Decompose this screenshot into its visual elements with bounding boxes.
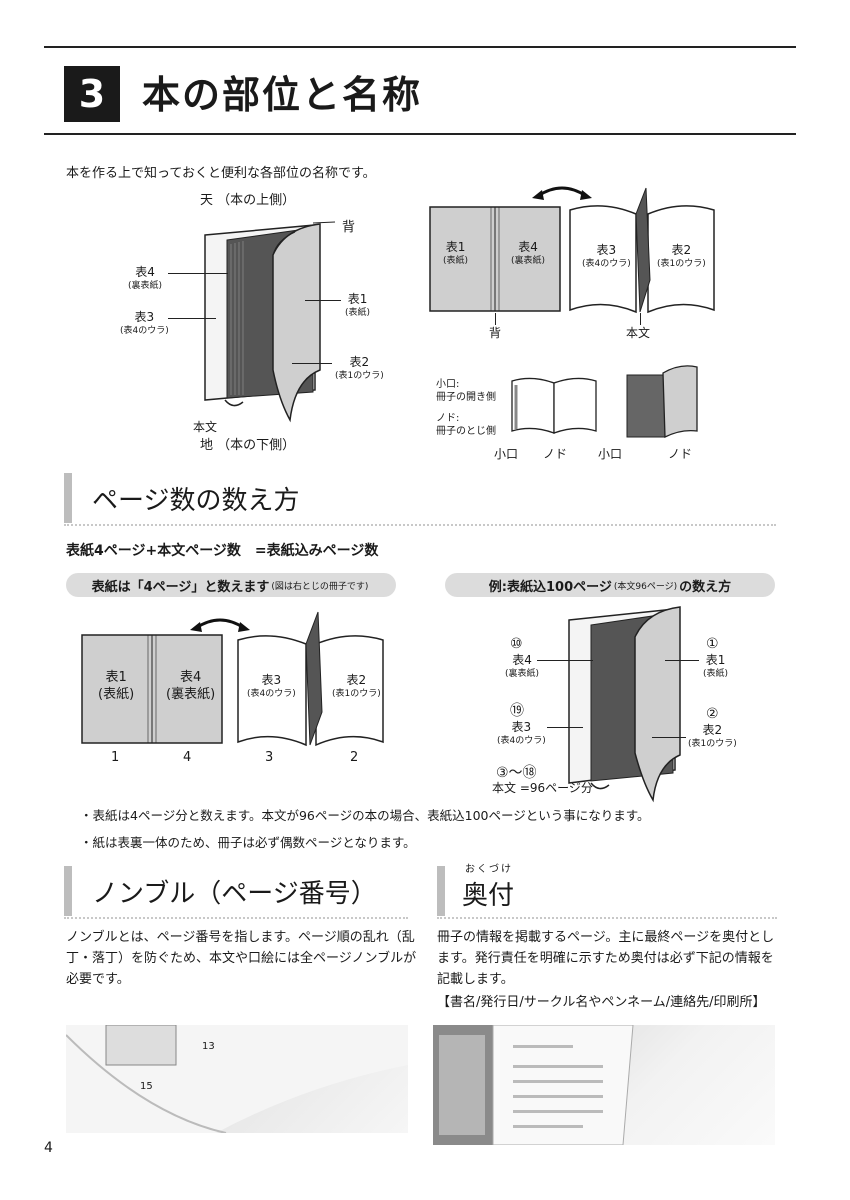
colophon-body-2: ます。発行責任を明確に示すため奥付は必ず下記の情報を (437, 951, 774, 966)
leader-cover3 (168, 318, 216, 319)
nodo-term: ノド:冊子のとじ側 (436, 413, 496, 437)
chapter-title: 本の部位と名称 (142, 73, 423, 117)
label-bottom: 地 （本の下側） (200, 438, 296, 453)
spread-body: 本文 (626, 326, 651, 340)
ex-c2: 表2(表1のウラ) (688, 723, 737, 749)
label-top: 天 （本の上側） (200, 193, 296, 208)
colophon-items: 【書名/発行日/サークル名やペンネーム/連絡先/印刷所】 (437, 995, 766, 1010)
header-bottom-rule (44, 133, 796, 135)
top-rule (44, 46, 796, 48)
koguchi-term: 小口:冊子の開き側 (436, 379, 496, 403)
section-dotline-colophon (437, 917, 777, 919)
ex-c1: 表1(表紙) (703, 653, 729, 679)
spread-c1: 表1(表紙) (443, 240, 469, 266)
chapter-number: 3 (64, 66, 120, 122)
edge-l2: ノド (543, 447, 568, 461)
colophon-ruby: おくづけ (465, 864, 513, 875)
nombre-body-1: ノンブルとは、ページ番号を指します。ページ順の乱れ（乱 (66, 930, 415, 945)
leader-cover2 (292, 363, 332, 364)
section-title-colophon: 奥付 (462, 881, 515, 911)
ex-m99: ⑲ (510, 703, 524, 719)
leader-cover4 (168, 273, 228, 274)
section-bar-nombre (64, 866, 72, 916)
spread-c2: 表2(表1のウラ) (657, 243, 706, 269)
note-2: ・紙は表裏一体のため、冊子は必ず偶数ページとなります。 (80, 835, 416, 850)
example-book-illustration (568, 606, 681, 803)
photo-page-num-13: 13 (202, 1041, 215, 1052)
section-dotline-pages (64, 524, 776, 526)
label-body: 本文 (193, 420, 218, 434)
inner-spread-illustration (569, 187, 715, 314)
nombre-body-2: 丁・落丁）を防ぐため、本文や口絵には全ページノンブルが (66, 951, 417, 966)
count-num-4: 4 (183, 750, 192, 765)
section-bar-pages (64, 473, 72, 523)
count-c1: 表1(表紙) (98, 670, 135, 702)
section-bar-colophon (437, 866, 445, 916)
edge-l1: 小口 (494, 447, 519, 461)
label-cover1: 表1(表紙) (345, 292, 371, 318)
ex-range: ③〜⑱ (496, 765, 537, 781)
book-anatomy-illustration (204, 221, 336, 423)
count-c4: 表4(裏表紙) (166, 670, 216, 702)
section-title-nombre: ノンブル（ページ番号） (92, 879, 377, 909)
nombre-photo: 13 15 (66, 1025, 408, 1133)
ex-c4: 表4(裏表紙) (505, 653, 540, 679)
ex-m1: ① (706, 636, 719, 652)
ex-body: 本文 =96ページ分 (492, 781, 593, 795)
count-num-1: 1 (111, 750, 120, 765)
spread-spine: 背 (489, 326, 502, 340)
swap-arrow-icon (190, 618, 250, 632)
ex-c3: 表3(表4のウラ) (497, 720, 546, 746)
colophon-photo (433, 1025, 775, 1145)
pill-count-cover: 表紙は「4ページ」と数えます(図は右とじの冊子です) (66, 573, 396, 597)
pill-example: 例:表紙込100ページ(本文96ページ)の数え方 (445, 573, 775, 597)
leader-ex-c3 (547, 727, 583, 728)
count-c2: 表2(表1のウラ) (332, 673, 381, 699)
count-c3: 表3(表4のウラ) (247, 673, 296, 699)
ex-m2: ② (706, 706, 719, 722)
leader-spine (495, 313, 496, 325)
cover-spread-illustration (429, 206, 561, 312)
leader-cover1 (305, 300, 341, 301)
leader-ex-c1 (665, 660, 699, 661)
intro-text: 本を作る上で知っておくと便利な各部位の名称です。 (66, 166, 376, 181)
label-cover2: 表2(表1のウラ) (335, 355, 384, 381)
count-cover-spread (81, 634, 223, 744)
spread-c3: 表3(表4のウラ) (582, 243, 631, 269)
label-spine: 背 (342, 220, 356, 235)
colophon-body-3: 記載します。 (437, 972, 514, 987)
spread-c4: 表4(裏表紙) (511, 240, 546, 266)
colophon-photo-pages (433, 1025, 634, 1145)
page-formula: 表紙4ページ+本文ページ数 =表紙込みページ数 (66, 543, 379, 559)
label-cover4: 表4(裏表紙) (128, 265, 163, 291)
nombre-photo-pages (66, 1025, 408, 1133)
ex-m100: ⑩ (510, 636, 523, 652)
label-cover3: 表3(表4のウラ) (120, 310, 169, 336)
section-dotline-nombre (64, 917, 408, 919)
leader-ex-c4 (537, 660, 593, 661)
nombre-body-3: 必要です。 (66, 972, 130, 987)
count-num-3: 3 (265, 750, 274, 765)
open-book-top-illustration (511, 377, 597, 434)
edge-l4: ノド (668, 447, 693, 461)
page-number: 4 (44, 1140, 53, 1156)
swap-arrow-icon (532, 186, 592, 200)
edge-l3: 小口 (598, 447, 623, 461)
photo-page-num-15: 15 (140, 1081, 153, 1092)
note-1: ・表紙は4ページ分と数えます。本文が96ページの本の場合、表紙込100ページとい… (80, 808, 650, 823)
leader-body (640, 313, 641, 325)
count-num-2: 2 (350, 750, 359, 765)
section-title-pages: ページ数の数え方 (92, 486, 300, 516)
book-edge-illustration (626, 365, 698, 439)
colophon-body-1: 冊子の情報を掲載するページ。主に最終ページを奥付とし (437, 930, 775, 945)
leader-ex-c2 (652, 737, 686, 738)
count-inner-spread (237, 611, 384, 747)
